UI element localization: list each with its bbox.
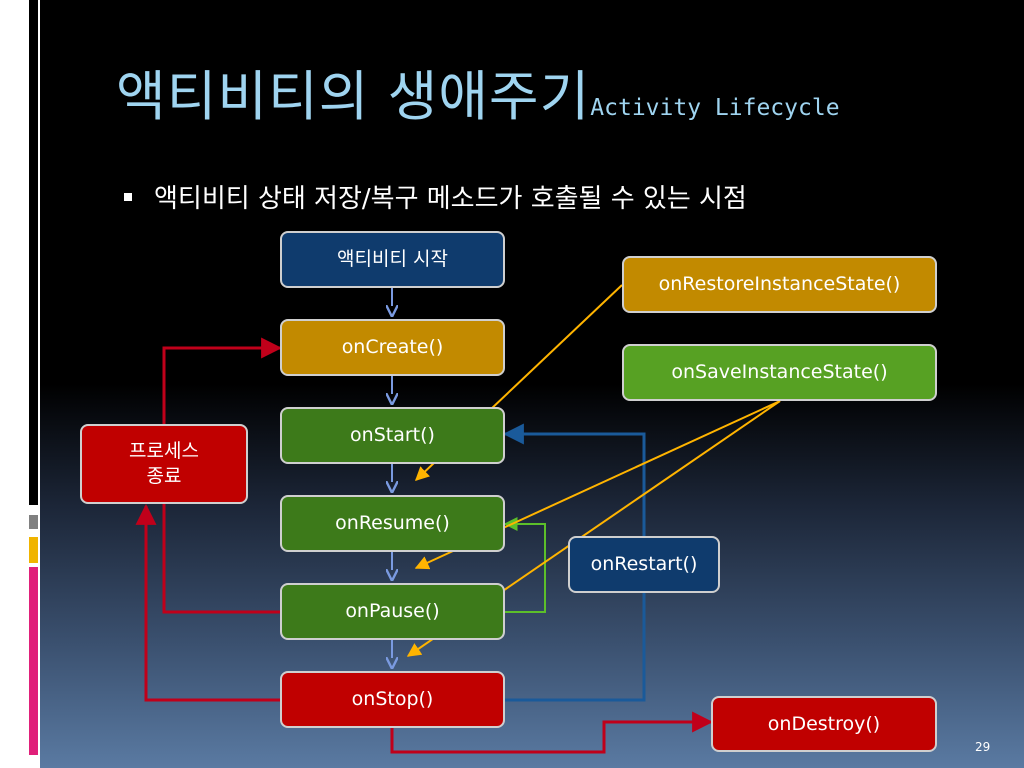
left-bar — [0, 0, 40, 768]
arrow-stop-to-destroy — [390, 711, 714, 754]
node-on-create: onCreate() — [280, 319, 505, 376]
arrow-stop-to-process-kill — [135, 503, 280, 702]
arrow-pause-to-process-kill — [162, 504, 280, 614]
deco-square-gray — [29, 515, 38, 529]
slide-title: 액티비티의 생애주기Activity Lifecycle — [116, 52, 840, 131]
bullet-square-icon — [124, 192, 132, 201]
node-on-resume: onResume() — [280, 495, 505, 552]
process-kill-line1: 프로세스 — [129, 440, 199, 463]
bullet-text: 액티비티 상태 저장/복구 메소드가 호출될 수 있는 시점 — [154, 184, 747, 214]
left-bar-stripe — [29, 0, 38, 505]
node-on-start: onStart() — [280, 407, 505, 464]
node-on-restart: onRestart() — [568, 536, 720, 593]
node-activity-start: 액티비티 시작 — [280, 231, 505, 288]
node-on-stop: onStop() — [280, 671, 505, 728]
deco-bar-yellow — [29, 537, 38, 563]
node-on-pause: onPause() — [280, 583, 505, 640]
deco-bar-pink — [29, 567, 38, 755]
node-on-restore-instance-state: onRestoreInstanceState() — [622, 256, 937, 313]
page-number: 29 — [975, 740, 991, 754]
node-process-kill: 프로세스 종료 — [80, 424, 248, 504]
node-on-destroy: onDestroy() — [711, 696, 937, 752]
title-english: Activity Lifecycle — [590, 95, 840, 121]
arrow-process-kill-to-create — [162, 337, 283, 424]
bullet-item: 액티비티 상태 저장/복구 메소드가 호출될 수 있는 시점 — [124, 178, 747, 215]
process-kill-line2: 종료 — [146, 465, 182, 487]
arrow-pause-to-resume — [503, 517, 546, 613]
title-korean: 액티비티의 생애주기 — [116, 65, 591, 128]
node-on-save-instance-state: onSaveInstanceState() — [622, 344, 937, 401]
